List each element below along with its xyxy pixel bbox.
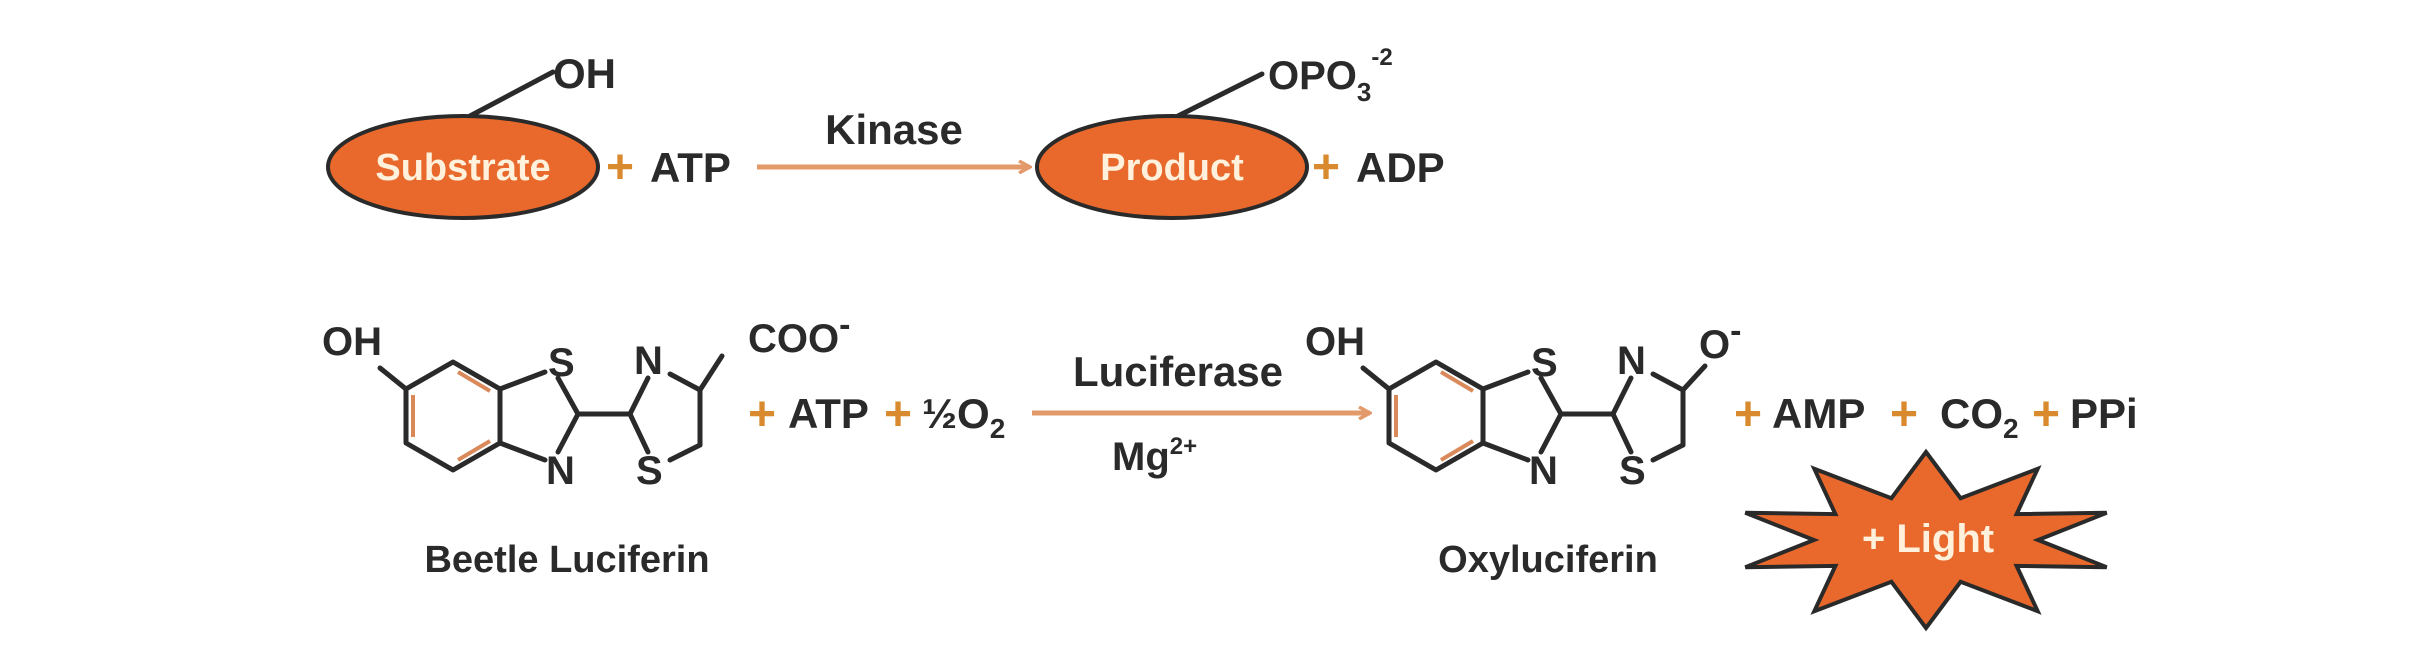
- sulfur-atom: S: [1531, 341, 1558, 385]
- sulfur-atom: S: [636, 449, 663, 493]
- sulfur-atom: S: [1619, 449, 1646, 493]
- substrate-bond: [467, 69, 556, 119]
- light-label: + Light: [1862, 517, 1994, 561]
- oxygen-label: ½O2: [922, 390, 1005, 444]
- enzyme-label: Kinase: [825, 106, 963, 153]
- amp-label: AMP: [1772, 390, 1865, 437]
- substrate-label: Substrate: [375, 147, 550, 189]
- nitrogen-atom: N: [1529, 449, 1558, 493]
- ppi-label: PPi: [2070, 390, 2138, 437]
- plus-sign: +: [884, 388, 912, 441]
- sulfur-atom: S: [548, 341, 575, 385]
- substrate-ellipse: [326, 114, 600, 220]
- carboxylate-group: COO-: [748, 306, 850, 361]
- enzyme-label: Luciferase: [1073, 348, 1283, 395]
- cofactor-label: Mg2+: [1112, 433, 1197, 479]
- plus-sign: +: [748, 388, 776, 441]
- light-burst-icon: [1744, 448, 2108, 632]
- product-name: Oxyluciferin: [1438, 539, 1658, 581]
- kinase-reaction: OH Substrate + ATP Kinase OPO3-2 Product…: [326, 44, 1445, 220]
- product-group: OPO3-2: [1268, 44, 1393, 107]
- co2-label: CO2: [1940, 390, 2019, 444]
- beetle-luciferin-structure: OH S N N S COO-: [322, 306, 850, 493]
- adp-label: ADP: [1356, 144, 1445, 191]
- nitrogen-atom: N: [634, 339, 663, 383]
- oh-atom: OH: [1305, 320, 1365, 364]
- nitrogen-atom: N: [1617, 339, 1646, 383]
- atp-label: ATP: [788, 390, 869, 437]
- product-bond: [1175, 71, 1265, 119]
- oxide-group: O-: [1699, 312, 1741, 367]
- reactant-name: Beetle Luciferin: [424, 539, 709, 581]
- luciferase-reaction: OH S N N S COO- Beetle Luciferin + ATP +…: [322, 306, 2138, 632]
- nitrogen-atom: N: [546, 449, 575, 493]
- plus-sign: +: [1312, 141, 1340, 194]
- oh-atom: OH: [322, 320, 382, 364]
- atp-label: ATP: [650, 144, 731, 191]
- plus-sign: +: [2032, 388, 2060, 441]
- plus-sign: +: [606, 141, 634, 194]
- plus-sign: +: [1890, 388, 1918, 441]
- product-label: Product: [1100, 147, 1244, 189]
- oxyluciferin-structure: OH S N N S O-: [1305, 312, 1741, 493]
- substrate-group: OH: [553, 50, 616, 97]
- plus-sign: +: [1734, 388, 1762, 441]
- product-ellipse: [1035, 114, 1309, 220]
